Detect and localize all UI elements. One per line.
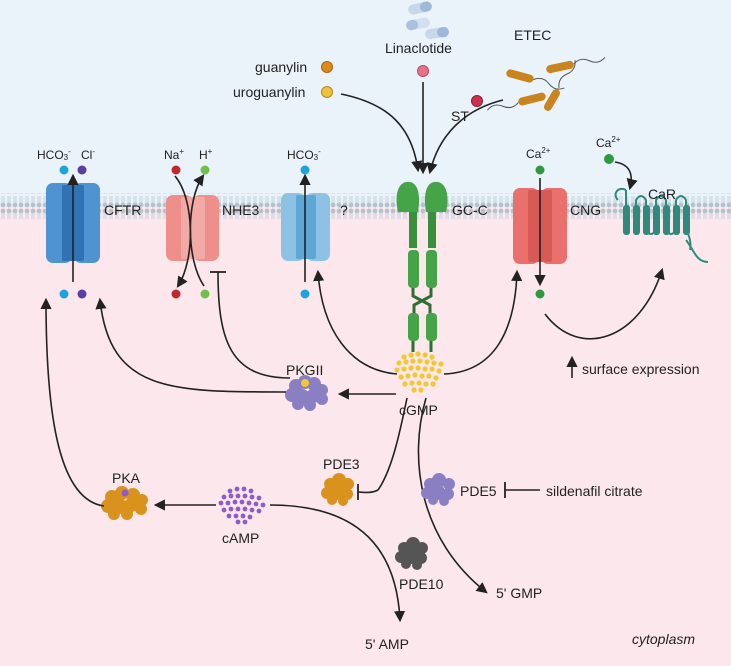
pkgii-to-cftr-arrow	[95, 297, 287, 393]
h-label: H+	[199, 147, 213, 163]
ca-label: Ca2+	[526, 146, 551, 162]
hco3-ion	[300, 289, 310, 299]
ca-label: Ca2+	[596, 135, 621, 151]
linaclotide-label: Linaclotide	[385, 40, 452, 56]
pde10-protein	[395, 537, 428, 570]
cl-label: Cl-	[81, 147, 96, 163]
pka-label: PKA	[112, 470, 141, 486]
cgmp-to-pde3-line	[377, 397, 408, 491]
camp-label: cAMP	[222, 530, 260, 546]
ca-ion	[535, 165, 545, 175]
pka-to-cftr-arrow	[40, 297, 105, 507]
pde5-protein	[421, 473, 455, 506]
hco3-ion	[59, 165, 69, 175]
camp-to-amp-arrow	[269, 504, 406, 623]
cftr-channel	[46, 183, 100, 263]
cng-label: CNG	[570, 202, 602, 218]
cftr-label: CFTR	[104, 202, 142, 218]
guanylin-dot	[321, 61, 333, 73]
nhe3-label: NHE3	[222, 202, 260, 218]
cl-ion	[77, 289, 87, 299]
uroguanylin-label: uroguanylin	[233, 84, 306, 100]
gmp-label: 5' GMP	[496, 585, 543, 601]
cl-ion	[77, 165, 87, 175]
cytoplasm-label: cytoplasm	[632, 631, 696, 647]
nhe3-exchanger	[166, 195, 219, 261]
st-dot	[471, 95, 483, 107]
cgmp-to-channel-arrow	[313, 269, 398, 375]
pde10-label: PDE10	[399, 576, 444, 592]
hco3-ion	[300, 165, 310, 175]
guanylin-label: guanylin	[255, 59, 308, 75]
cgmp-to-pde3-line	[357, 489, 379, 494]
pde5-label: PDE5	[460, 483, 497, 499]
car-binding-arrow	[614, 161, 638, 191]
pde3-protein	[321, 473, 354, 506]
st-label: ST	[451, 108, 469, 124]
surface-expression-label: surface expression	[582, 361, 700, 377]
hco3-label: HCO3-	[287, 147, 321, 163]
na-label: Na+	[164, 147, 185, 163]
linaclotide-dot	[417, 65, 429, 77]
uroguanylin-arrow	[340, 93, 423, 173]
h-ion	[200, 289, 210, 299]
gcc-receptor	[396, 181, 448, 352]
h-ion	[200, 165, 210, 175]
ca-ion	[535, 289, 545, 299]
ca-ion	[604, 154, 614, 164]
extracellular-space	[0, 0, 731, 206]
na-ion	[171, 289, 181, 299]
car-receptor	[614, 188, 709, 263]
surface-expression-arrow	[544, 267, 665, 340]
pkgii-to-nhe3-line	[217, 271, 291, 379]
unknown-channel-label: ?	[340, 202, 348, 218]
h-efflux-arrow	[189, 174, 205, 287]
uroguanylin-dot	[321, 86, 333, 98]
cgmp-cluster	[394, 351, 444, 393]
cytoplasm-space	[0, 206, 731, 666]
car-label: CaR	[648, 186, 677, 202]
camp-cluster	[218, 486, 266, 525]
etec-label: ETEC	[514, 27, 552, 43]
cgmp-bound-dot	[301, 379, 309, 387]
st-arrow	[426, 99, 504, 175]
na-ion	[171, 165, 181, 175]
amp-label: 5' AMP	[365, 636, 409, 652]
pka-protein	[101, 486, 148, 520]
cgmp-label: cGMP	[399, 402, 438, 418]
pde3-label: PDE3	[323, 456, 360, 472]
hco3-label: HCO3-	[37, 147, 71, 163]
cgmp-to-cng-arrow	[443, 269, 523, 375]
pkgii-label: PKGII	[286, 362, 324, 378]
hco3-ion	[59, 289, 69, 299]
cell-membrane	[0, 193, 731, 219]
unknown-channel	[281, 193, 330, 261]
cgmp-to-gmp-arrow	[417, 397, 488, 594]
sildenafil-label: sildenafil citrate	[546, 483, 643, 499]
bacteria-icon	[486, 57, 606, 111]
pill-icon	[406, 1, 449, 39]
gcc-label: GC-C	[452, 202, 488, 218]
camp-bound-dot	[121, 489, 129, 497]
